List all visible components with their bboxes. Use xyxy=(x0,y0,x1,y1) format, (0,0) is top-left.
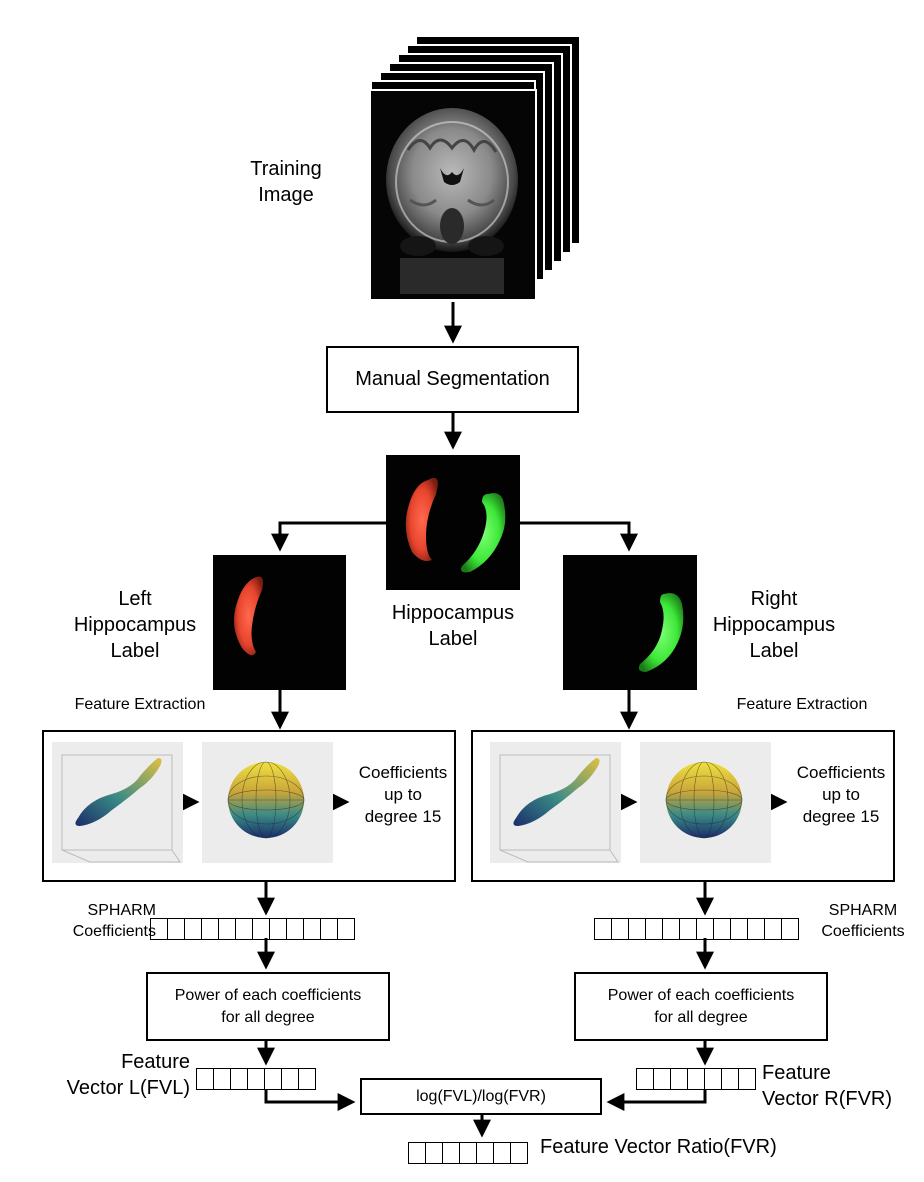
vector-cell xyxy=(299,1068,316,1090)
left-spharm-label: SPHARM Coefficients xyxy=(72,902,156,940)
hippocampus-label-text: Hippocampus Label xyxy=(391,602,515,650)
vector-cell xyxy=(321,918,338,940)
ratio-feature-vector xyxy=(408,1142,528,1164)
vector-cell xyxy=(426,1142,443,1164)
vector-cell xyxy=(202,918,219,940)
hippocampus-label-image xyxy=(386,455,520,590)
vector-cell xyxy=(214,1068,231,1090)
vector-cell xyxy=(197,1068,214,1090)
left-feature-vector xyxy=(196,1068,316,1090)
right-surface-plot-image xyxy=(490,742,621,863)
right-feature-vector-label: Feature Vector R(FVR) xyxy=(762,1062,893,1110)
vector-cell xyxy=(663,918,680,940)
vector-cell xyxy=(282,1068,299,1090)
vector-cell xyxy=(705,1068,722,1090)
vector-cell xyxy=(671,1068,688,1090)
vector-cell xyxy=(304,918,321,940)
right-spharm-vector xyxy=(594,918,799,940)
left-sphere-plot-image xyxy=(202,742,333,863)
left-spharm-vector xyxy=(150,918,355,940)
left-surface-plot-image xyxy=(52,742,183,863)
right-sphere-plot-image xyxy=(640,742,771,863)
vector-cell xyxy=(731,918,748,940)
vector-cell xyxy=(697,918,714,940)
vector-cell xyxy=(637,1068,654,1090)
vector-cell xyxy=(253,918,270,940)
log-ratio-label: log(FVL)/log(FVR) xyxy=(416,1087,546,1105)
feature-vector-ratio-label: Feature Vector Ratio(FVR) xyxy=(540,1136,777,1158)
vector-cell xyxy=(688,1068,705,1090)
vector-cell xyxy=(443,1142,460,1164)
right-coefficients-text: Coefficients up to degree 15 xyxy=(796,763,886,827)
vector-cell xyxy=(270,918,287,940)
right-hippocampus-label: Right Hippocampus Label xyxy=(712,588,836,662)
vector-cell xyxy=(287,918,304,940)
vector-cell xyxy=(168,918,185,940)
connector-arrows xyxy=(181,302,788,1138)
left-hippocampus-image xyxy=(213,555,346,690)
right-power-box xyxy=(574,972,828,1041)
right-power-label: Power of each coefficients for all degre… xyxy=(607,986,795,1026)
vector-cell xyxy=(782,918,799,940)
vector-cell xyxy=(494,1142,511,1164)
right-hippocampus-image xyxy=(563,555,697,690)
vector-cell xyxy=(409,1142,426,1164)
vector-cell xyxy=(595,918,612,940)
vector-cell xyxy=(460,1142,477,1164)
left-feature-vector-label: Feature Vector L(FVL) xyxy=(66,1051,190,1099)
vector-cell xyxy=(680,918,697,940)
vector-cell xyxy=(265,1068,282,1090)
vector-cell xyxy=(748,918,765,940)
right-feature-vector xyxy=(636,1068,756,1090)
right-feature-extraction-label: Feature Extraction xyxy=(736,696,868,713)
left-coefficients-text: Coefficients up to degree 15 xyxy=(358,763,448,827)
vector-cell xyxy=(185,918,202,940)
mri-stack xyxy=(369,35,581,301)
manual-segmentation-label: Manual Segmentation xyxy=(355,368,550,390)
left-feature-extraction-label: Feature Extraction xyxy=(74,696,206,713)
vector-cell xyxy=(248,1068,265,1090)
left-power-box xyxy=(146,972,390,1041)
vector-cell xyxy=(511,1142,528,1164)
right-feature-extraction-box xyxy=(471,730,895,882)
vector-cell xyxy=(151,918,168,940)
vector-cell xyxy=(722,1068,739,1090)
vector-cell xyxy=(646,918,663,940)
left-hippocampus-label: Left Hippocampus Label xyxy=(73,588,197,662)
vector-cell xyxy=(765,918,782,940)
vector-cell xyxy=(236,918,253,940)
vector-cell xyxy=(612,918,629,940)
vector-cell xyxy=(231,1068,248,1090)
log-ratio-box xyxy=(360,1078,602,1115)
left-power-label: Power of each coefficients for all degre… xyxy=(174,986,362,1026)
left-feature-extraction-box xyxy=(42,730,456,882)
vector-cell xyxy=(654,1068,671,1090)
vector-cell xyxy=(219,918,236,940)
vector-cell xyxy=(714,918,731,940)
vector-cell xyxy=(739,1068,756,1090)
vector-cell xyxy=(629,918,646,940)
training-image-label: Training Image xyxy=(250,158,322,206)
vector-cell xyxy=(338,918,355,940)
manual-segmentation-box xyxy=(326,346,579,413)
right-spharm-label: SPHARM Coefficients xyxy=(821,902,905,940)
vector-cell xyxy=(477,1142,494,1164)
